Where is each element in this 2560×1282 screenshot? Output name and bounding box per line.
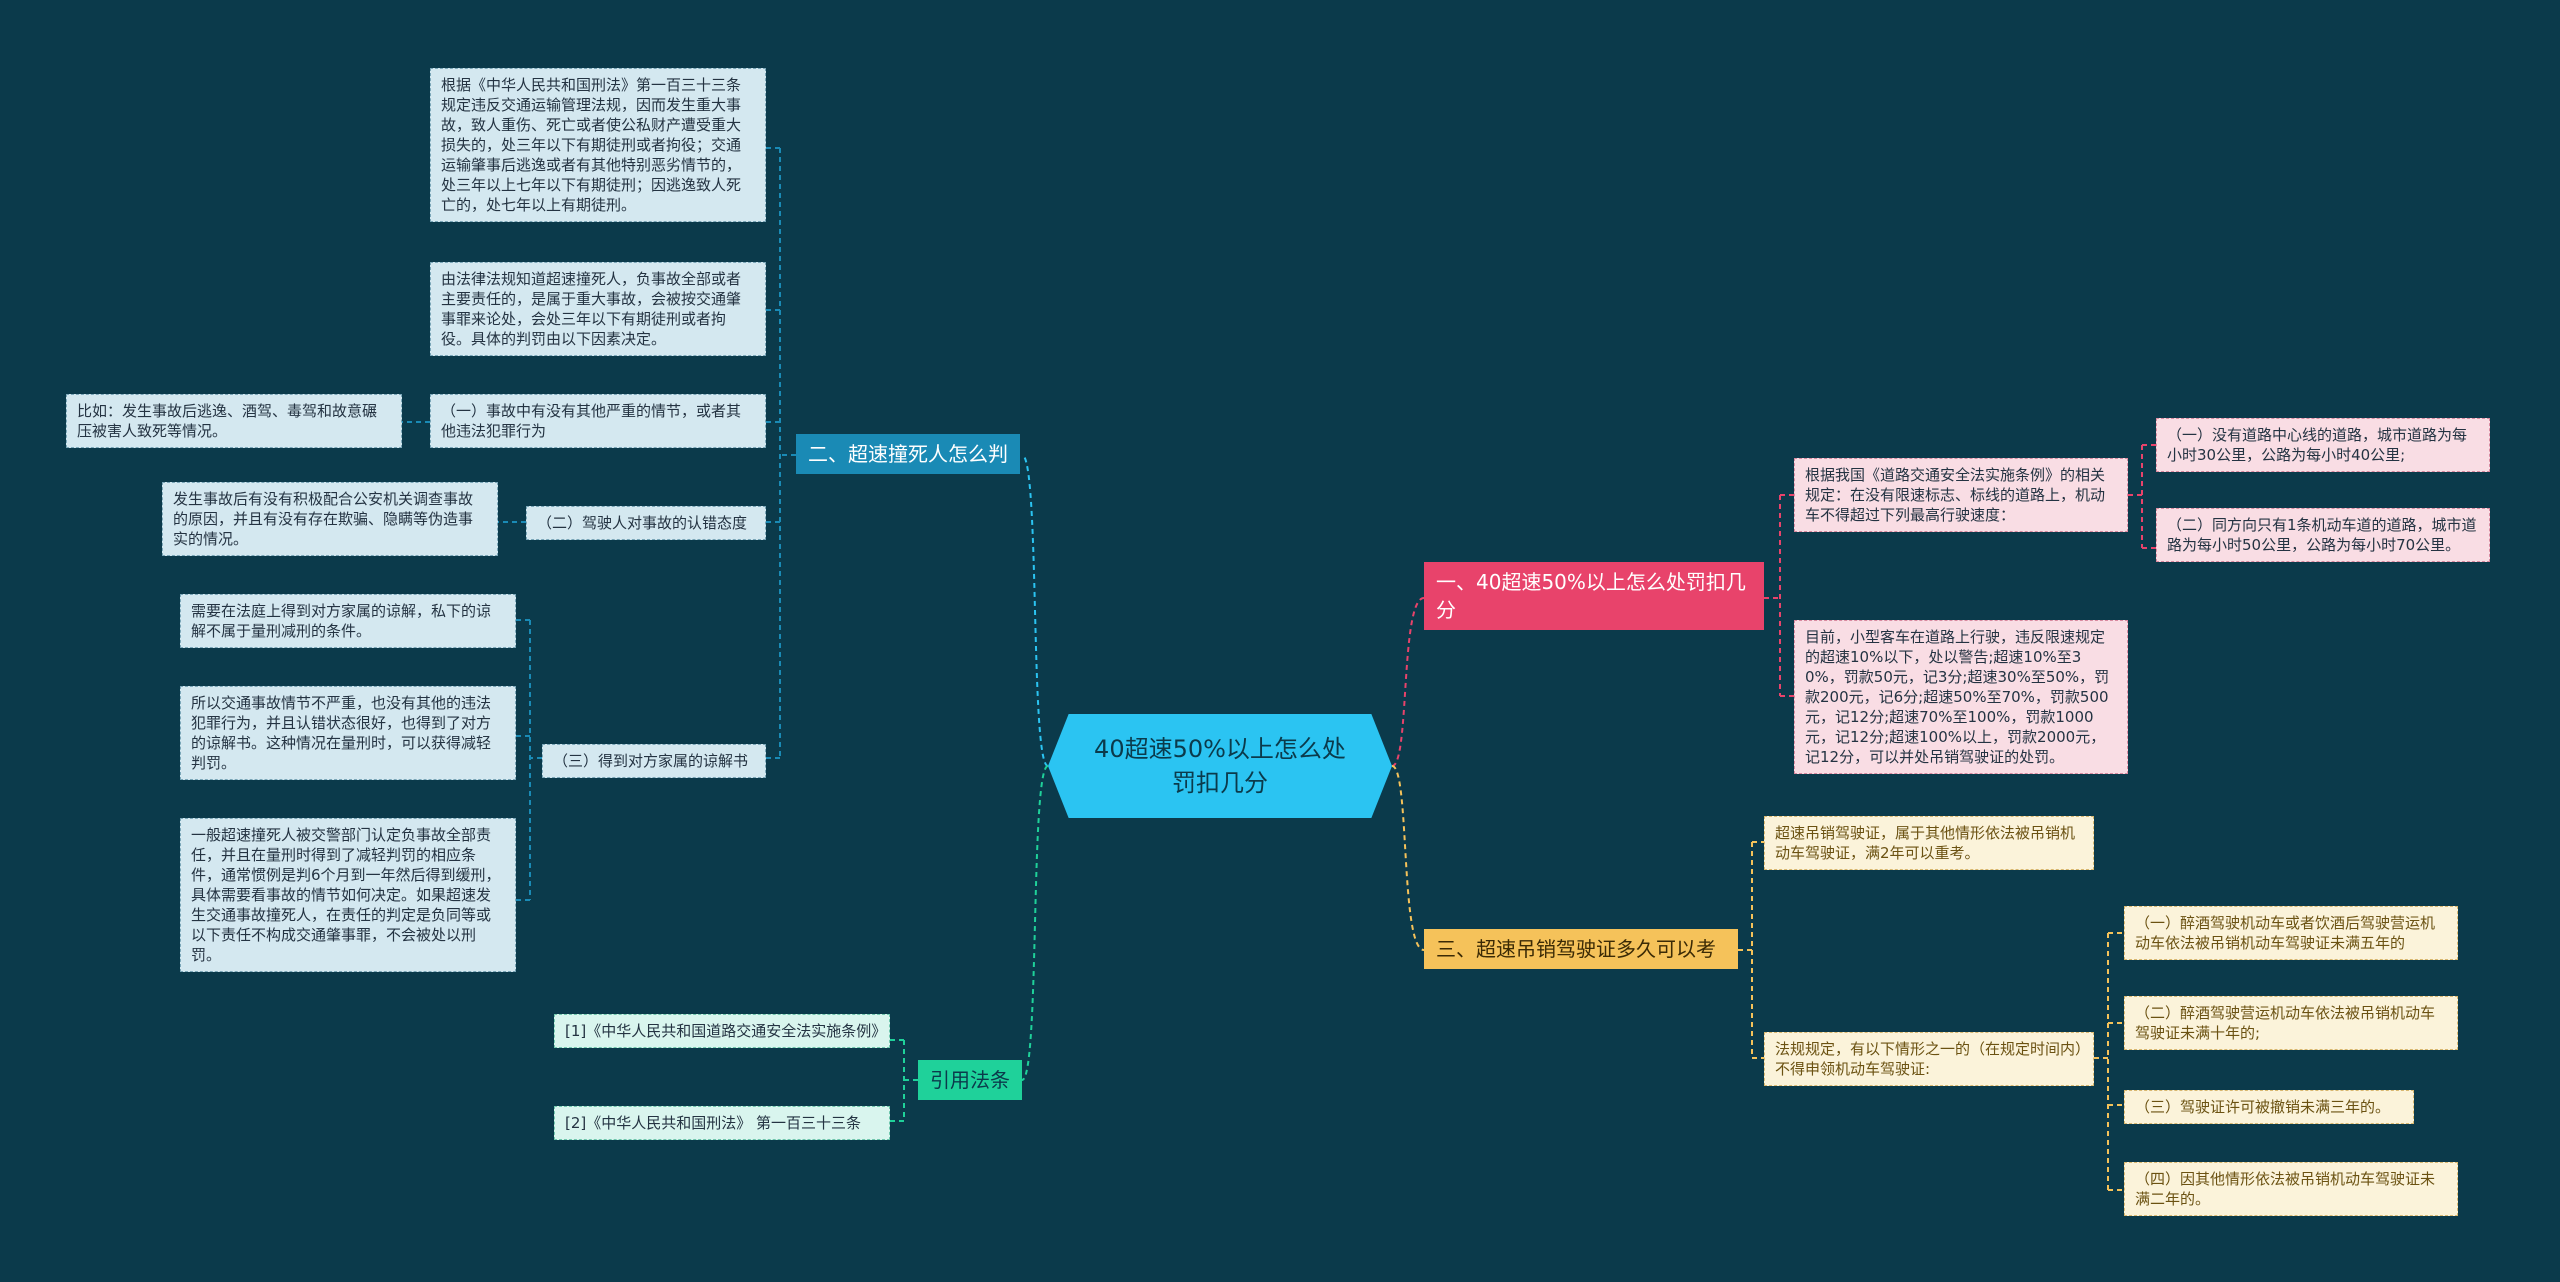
node-retake-rule[interactable]: 超速吊销驾驶证，属于其他情形依法被吊销机动车驾驶证，满2年可以重考。 [1764, 816, 2094, 870]
connector-root-b4 [1021, 765, 1049, 1081]
node-text: 一般超速撞死人被交警部门认定负事故全部责任，并且在量刑时得到了减轻判罚的相应条件… [191, 826, 501, 964]
node-text: （三）得到对方家属的谅解书 [553, 752, 749, 770]
node-legal-basis[interactable]: 由法律法规知道超速撞死人，负事故全部或者主要责任的，是属于重大事故，会被按交通肇… [430, 262, 766, 356]
node-factor3-detail-sentence[interactable]: 一般超速撞死人被交警部门认定负事故全部责任，并且在量刑时得到了减轻判罚的相应条件… [180, 818, 516, 972]
branch-speeding-death-sentence[interactable]: 二、超速撞死人怎么判 [796, 434, 1020, 474]
node-prohibition-3[interactable]: （三）驾驶证许可被撤销未满三年的。 [2124, 1090, 2414, 1124]
node-text: 根据《中华人民共和国刑法》第一百三十三条规定违反交通运输管理法规，因而发生重大事… [441, 76, 742, 214]
node-text: 所以交通事故情节不严重，也没有其他的违法犯罪行为，并且认错状态很好，也得到了对方… [191, 694, 492, 772]
node-reference-2[interactable]: [2]《中华人民共和国刑法》 第一百三十三条 [554, 1106, 890, 1140]
node-text: 超速吊销驾驶证，属于其他情形依法被吊销机动车驾驶证，满2年可以重考。 [1775, 824, 2076, 862]
connector-rule-children [2094, 932, 2124, 1191]
node-text: 需要在法庭上得到对方家属的谅解，私下的谅解不属于量刑减刑的条件。 [191, 602, 492, 640]
node-text: [1]《中华人民共和国道路交通安全法实施条例》 [565, 1022, 887, 1040]
node-speed-rule-1[interactable]: （一）没有道路中心线的道路，城市道路为每小时30公里，公路为每小时40公里; [2156, 418, 2490, 472]
node-text: 发生事故后有没有积极配合公安机关调查事故的原因，并且有没有存在欺骗、隐瞒等伪造事… [173, 490, 474, 548]
node-factor1-detail[interactable]: 比如：发生事故后逃逸、酒驾、毒驾和故意碾压被害人致死等情况。 [66, 394, 402, 448]
root-label: 40超速50%以上怎么处罚扣几分 [1094, 735, 1346, 797]
node-text: （二）醉酒驾驶营运机动车依法被吊销机动车驾驶证未满十年的; [2135, 1004, 2436, 1042]
branch-references[interactable]: 引用法条 [918, 1060, 1022, 1100]
node-factor2-detail[interactable]: 发生事故后有没有积极配合公安机关调查事故的原因，并且有没有存在欺骗、隐瞒等伪造事… [162, 482, 498, 556]
node-factor-forgiveness[interactable]: （三）得到对方家属的谅解书 [542, 744, 766, 778]
root-node[interactable]: 40超速50%以上怎么处罚扣几分 [1048, 714, 1392, 818]
node-criminal-law[interactable]: 根据《中华人民共和国刑法》第一百三十三条规定违反交通运输管理法规，因而发生重大事… [430, 68, 766, 222]
branch-label: 引用法条 [930, 1068, 1010, 1092]
node-prohibition-2[interactable]: （二）醉酒驾驶营运机动车依法被吊销机动车驾驶证未满十年的; [2124, 996, 2458, 1050]
node-factor3-detail-court[interactable]: 需要在法庭上得到对方家属的谅解，私下的谅解不属于量刑减刑的条件。 [180, 594, 516, 648]
node-speed-rule-2[interactable]: （二）同方向只有1条机动车道的道路，城市道路为每小时50公里，公路为每小时70公… [2156, 508, 2490, 562]
node-text: （一）醉酒驾驶机动车或者饮酒后驾驶营运机动车依法被吊销机动车驾驶证未满五年的 [2135, 914, 2436, 952]
node-text: 根据我国《道路交通安全法实施条例》的相关规定：在没有限速标志、标线的道路上，机动… [1805, 466, 2106, 524]
node-prohibition-4[interactable]: （四）因其他情形依法被吊销机动车驾驶证未满二年的。 [2124, 1162, 2458, 1216]
connector-root-b2 [1391, 597, 1425, 767]
connector-b2-children [1764, 494, 1794, 697]
connector-b3-children [1738, 841, 1764, 1059]
branch-label: 三、超速吊销驾驶证多久可以考 [1436, 937, 1716, 961]
node-speed-rule[interactable]: 根据我国《道路交通安全法实施条例》的相关规定：在没有限速标志、标线的道路上，机动… [1794, 458, 2128, 532]
connector-root-b3 [1391, 765, 1425, 951]
node-prohibition-1[interactable]: （一）醉酒驾驶机动车或者饮酒后驾驶营运机动车依法被吊销机动车驾驶证未满五年的 [2124, 906, 2458, 960]
connector-root-b1 [1021, 454, 1049, 767]
node-text: （二）驾驶人对事故的认错态度 [537, 514, 748, 532]
branch-license-retake[interactable]: 三、超速吊销驾驶证多久可以考 [1424, 929, 1738, 969]
node-factor-other-circumstances[interactable]: （一）事故中有没有其他严重的情节，或者其他违法犯罪行为 [430, 394, 766, 448]
node-text: （一）事故中有没有其他严重的情节，或者其他违法犯罪行为 [441, 402, 742, 440]
node-text: 由法律法规知道超速撞死人，负事故全部或者主要责任的，是属于重大事故，会被按交通肇… [441, 270, 742, 348]
branch-label: 二、超速撞死人怎么判 [808, 442, 1008, 466]
connector-factor3-details [516, 619, 542, 901]
branch-label: 一、40超速50%以上怎么处罚扣几分 [1436, 570, 1746, 622]
node-text: 法规规定，有以下情形之一的（在规定时间内）不得申领机动车驾驶证: [1775, 1040, 2083, 1078]
node-penalty-table[interactable]: 目前，小型客车在道路上行驶，违反限速规定的超速10%以下，处以警告;超速10%至… [1794, 620, 2128, 774]
branch-speeding-penalty[interactable]: 一、40超速50%以上怎么处罚扣几分 [1424, 562, 1764, 630]
node-text: （四）因其他情形依法被吊销机动车驾驶证未满二年的。 [2135, 1170, 2436, 1208]
node-text: 比如：发生事故后逃逸、酒驾、毒驾和故意碾压被害人致死等情况。 [77, 402, 378, 440]
node-text: （一）没有道路中心线的道路，城市道路为每小时30公里，公路为每小时40公里; [2167, 426, 2468, 464]
connector-b1-children [766, 147, 796, 759]
node-reference-1[interactable]: [1]《中华人民共和国道路交通安全法实施条例》 [554, 1014, 890, 1048]
connector-b4-children [890, 1039, 918, 1122]
node-text: 目前，小型客车在道路上行驶，违反限速规定的超速10%以下，处以警告;超速10%至… [1805, 628, 2110, 766]
connector-speed-rule-children [2128, 444, 2156, 549]
node-text: （三）驾驶证许可被撤销未满三年的。 [2135, 1098, 2391, 1116]
node-text: [2]《中华人民共和国刑法》 第一百三十三条 [565, 1114, 862, 1132]
node-factor-attitude[interactable]: （二）驾驶人对事故的认错态度 [526, 506, 766, 540]
node-factor3-detail-reduction[interactable]: 所以交通事故情节不严重，也没有其他的违法犯罪行为，并且认错状态很好，也得到了对方… [180, 686, 516, 780]
node-prohibition-rule[interactable]: 法规规定，有以下情形之一的（在规定时间内）不得申领机动车驾驶证: [1764, 1032, 2094, 1086]
node-text: （二）同方向只有1条机动车道的道路，城市道路为每小时50公里，公路为每小时70公… [2167, 516, 2477, 554]
